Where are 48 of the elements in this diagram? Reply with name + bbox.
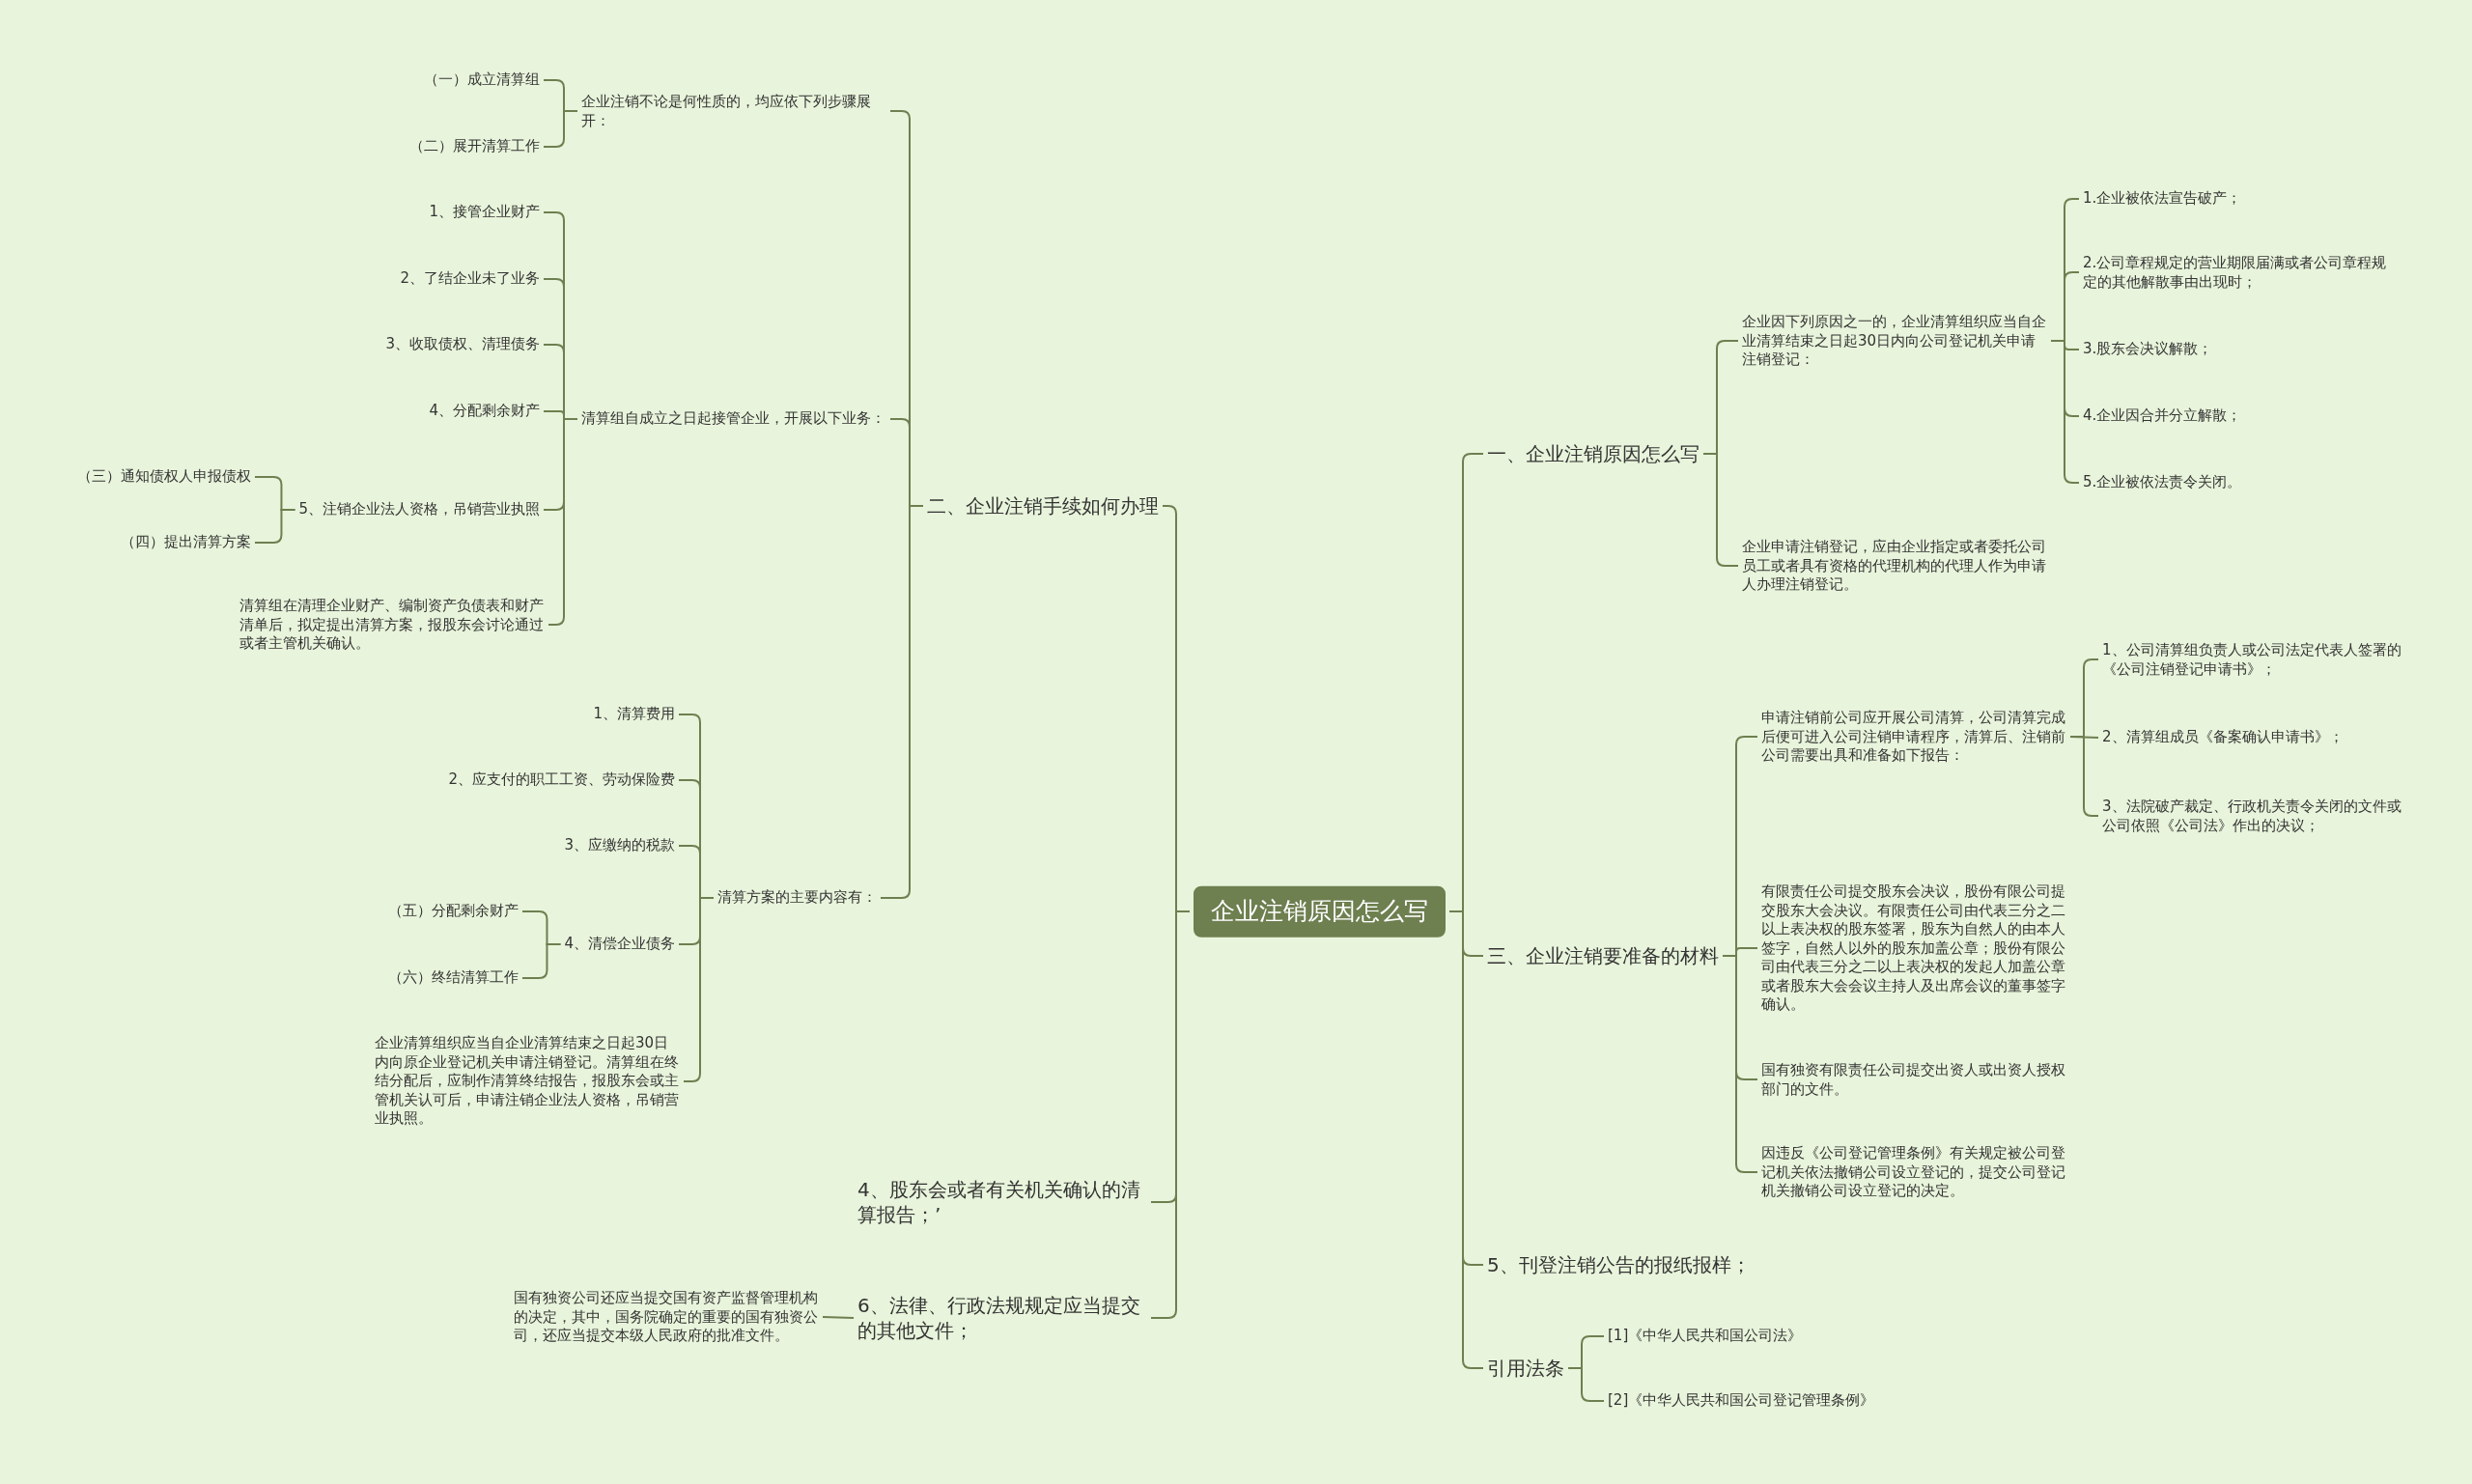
connector-line [521, 943, 562, 979]
item-text: 3、应缴纳的税款 [564, 836, 675, 855]
item-text: 4、清偿企业债务 [564, 935, 675, 954]
item-text: 1.企业被依法宣告破产； [2083, 189, 2242, 209]
item-text: （五）分配剩余财产 [388, 902, 519, 921]
item-text: （六）终结清算工作 [388, 968, 519, 988]
branch-label: 二、企业注销手续如何办理 [927, 493, 1159, 518]
branch-label: 5、刊登注销公告的报纸报样； [1487, 1252, 1751, 1277]
topic-box: 企业注销原因怎么写 [1194, 885, 1446, 938]
branch-label: 6、法律、行政法规规定应当提交的其他文件； [857, 1293, 1147, 1343]
note-text: 1、公司清算组负责人或公司法定代表人签署的《公司注销登记申请书》； [2102, 640, 2407, 679]
item-text: 1、接管企业财产 [429, 203, 540, 222]
connector-line [254, 509, 296, 544]
note-text: 国有独资有限责任公司提交出资人或出资人授权部门的文件。 [1761, 1060, 2066, 1099]
note-text: 企业因下列原因之一的，企业清算组织应当自企业清算结束之日起30日内向公司登记机关申请注销登记： [1742, 312, 2047, 370]
note-text: 3、法院破产裁定、行政机关责令关闭的文件或公司依照《公司法》作出的决议； [2102, 797, 2407, 835]
note-text: 申请注销前公司应开展公司清算，公司清算完成后便可进入公司注销申请程序，清算后、注销前公司需要出具和准备如下报告： [1761, 708, 2066, 766]
note-text: 清算组在清理企业财产、编制资产负债表和财产清单后，拟定提出清算方案，报股东会讨论通过或者主管机关确认。 [239, 596, 545, 654]
item-text: （二）展开清算工作 [409, 137, 540, 156]
item-text: 1、清算费用 [593, 705, 675, 724]
item-text: （四）提出清算方案 [121, 533, 251, 552]
item-text: （三）通知债权人申报债权 [77, 467, 251, 487]
note-text: 2.公司章程规定的营业期限届满或者公司章程规定的其他解散事由出现时； [2083, 253, 2388, 292]
note-text: 企业申请注销登记，应由企业指定或者委托公司员工或者具有资格的代理机构的代理人作为申请人办理注销登记。 [1742, 537, 2047, 595]
item-text: 2、了结企业未了业务 [400, 269, 540, 289]
note-text: 清算组自成立之日起接管企业，开展以下业务： [581, 409, 886, 429]
item-text: 3.股东会决议解散； [2083, 340, 2213, 359]
note-text: 企业清算组织应当自企业清算结束之日起30日内向原企业登记机关申请注销登记。清算组在终结分配后，应制作清算终结报告，报股东会或主管机关认可后，申请注销企业法人资格，吊销营业执照。 [375, 1034, 680, 1129]
item-text: 5、注销企业法人资格，吊销营业执照 [298, 500, 540, 519]
item-text: 3、收取债权、清理债务 [385, 335, 540, 354]
branch-label: 引用法条 [1487, 1356, 1564, 1381]
item-text: 5.企业被依法责令关闭。 [2083, 473, 2242, 492]
item-text: [2]《中华人民共和国公司登记管理条例》 [1608, 1391, 1875, 1411]
branch-label: 4、股东会或者有关机关确认的清算报告；’ [857, 1177, 1147, 1227]
note-text: 企业注销不论是何性质的，均应依下列步骤展开： [581, 92, 886, 130]
note-text: 国有独资公司还应当提交国有资产监督管理机构的决定，其中，国务院确定的重要的国有独资公司，还应当提交本级人民政府的批准文件。 [514, 1288, 819, 1346]
note-text: 因违反《公司登记管理条例》有关规定被公司登记机关依法撤销公司设立登记的，提交公司登记机关撤销公司设立登记的决定。 [1761, 1143, 2066, 1201]
item-text: 清算方案的主要内容有： [717, 888, 877, 908]
item-text: （一）成立清算组 [424, 70, 540, 90]
connector-line [822, 1316, 855, 1319]
note-text: 有限责任公司提交股东会决议，股份有限公司提交股东大会决议。有限责任公司由代表三分之二以上表决权的股东签署，股东为自然人的由本人签字，自然人以外的股东加盖公章；股份有限公司由代表三分之二以上表决权的发起人加盖公章或者股东大会会议主持人及出席会议的董事签字确认。 [1761, 882, 2066, 1015]
item-text: 4.企业因合并分立解散； [2083, 406, 2242, 426]
branch-label: 三、企业注销要准备的材料 [1487, 943, 1719, 968]
item-text: 2、应支付的职工工资、劳动保险费 [448, 770, 675, 790]
item-text: 2、清算组成员《备案确认申请书》； [2102, 728, 2344, 747]
branch-label: 一、企业注销原因怎么写 [1487, 441, 1700, 466]
item-text: 4、分配剩余财产 [429, 402, 540, 421]
item-text: [1]《中华人民共和国公司法》 [1608, 1327, 1803, 1346]
